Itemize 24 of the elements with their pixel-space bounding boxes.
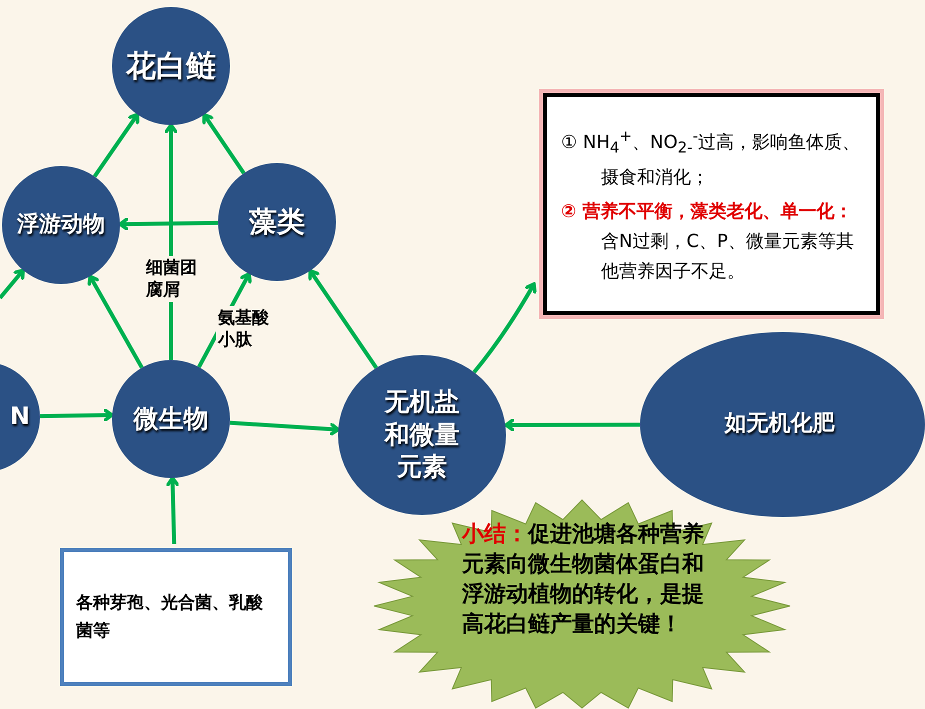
- note-text: ② 营养不平衡，藻类老化、单一化：含N过剩，C、P、微量元素等其他营养因子不足。: [561, 200, 855, 284]
- node-label: 藻类: [249, 204, 305, 240]
- arrow: [308, 269, 378, 369]
- summary-starburst: [372, 498, 792, 709]
- node-label: 各种芽孢、光合菌、乳酸菌等: [76, 592, 264, 643]
- node-label: N: [10, 401, 30, 432]
- node-label: 如无机化肥: [724, 410, 834, 438]
- probiotic-box: [60, 548, 292, 686]
- arrow: [472, 282, 537, 374]
- arrow: [118, 217, 218, 231]
- arrow: [504, 418, 640, 432]
- summary-text: 小结：促进池塘各种营养元素向微生物菌体蛋白和浮游动植物的转化，是提高花白鲢产量的关键！: [462, 520, 705, 639]
- node-label: 无机盐和微量元素: [383, 386, 460, 484]
- arrow: [230, 420, 340, 436]
- node-label: 花白鲢: [126, 48, 216, 86]
- note-text: ① NH$_{4}$$^{+}$、NO$_{2-}$$^{-}$过高，影响鱼体质、摄食和消化；: [561, 126, 862, 190]
- arrow: [92, 112, 140, 178]
- arrow: [0, 268, 25, 300]
- node-label: 浮游动物: [17, 210, 105, 239]
- node-label: 微生物: [134, 402, 208, 435]
- arrow: [166, 476, 180, 544]
- arrow: [40, 408, 114, 422]
- arrow: [87, 274, 144, 369]
- arrow: [202, 113, 246, 174]
